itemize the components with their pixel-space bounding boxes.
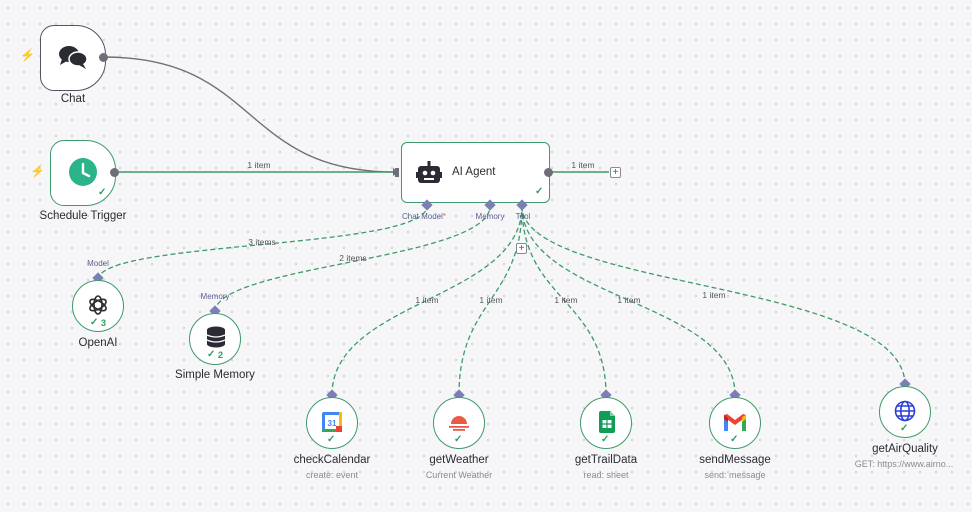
ai-agent-output-port[interactable] xyxy=(544,168,553,177)
openai-node-label: OpenAI xyxy=(78,337,118,349)
chat-output-port[interactable] xyxy=(99,53,108,62)
tool-port-label: Tool xyxy=(515,212,531,221)
get-weather-subtitle: Current Weather xyxy=(425,470,493,480)
get-weather-node[interactable]: ✓ xyxy=(433,397,485,449)
edge-label-weather: 1 item xyxy=(479,295,503,305)
check-icon: ✓ xyxy=(327,434,336,445)
edge-label-schedule: 1 item xyxy=(247,160,271,170)
lightning-bolt-icon: ⚡ xyxy=(20,48,35,62)
edge-label-message: 1 item xyxy=(617,295,641,305)
edge-openai-to-chatmodel xyxy=(97,205,428,281)
openai-node[interactable]: ✓ 3 xyxy=(72,280,124,332)
check-calendar-label: checkCalendar xyxy=(293,454,371,466)
memory-port-label: Memory xyxy=(475,212,505,221)
schedule-output-port[interactable] xyxy=(110,168,119,177)
get-air-quality-node[interactable]: ✓ xyxy=(879,386,931,438)
openai-model-port-label: Model xyxy=(87,259,109,268)
database-icon xyxy=(206,326,226,348)
get-trail-data-label: getTrailData xyxy=(574,454,638,466)
ai-agent-input-port[interactable] xyxy=(395,168,399,177)
edge-tool-trail xyxy=(521,205,607,396)
edge-label-calendar: 1 item xyxy=(415,295,439,305)
edge-tool-air xyxy=(521,205,906,386)
schedule-trigger-node[interactable]: ✓ xyxy=(50,140,116,206)
send-message-label: sendMessage xyxy=(699,454,771,466)
schedule-node-label: Schedule Trigger xyxy=(39,210,127,222)
get-weather-label: getWeather xyxy=(429,454,489,466)
edge-tool-weather xyxy=(458,205,523,396)
edge-label-air: 1 item xyxy=(702,290,726,300)
chat-node[interactable] xyxy=(40,25,106,91)
check-icon: ✓ xyxy=(900,423,909,434)
required-mark: * xyxy=(442,212,447,221)
send-message-subtitle: send: message xyxy=(704,470,766,480)
check-icon: ✓ xyxy=(601,434,610,445)
edge-label-memory: 2 items xyxy=(339,253,367,263)
check-calendar-node[interactable]: 31 ✓ xyxy=(306,397,358,449)
get-air-quality-label: getAirQuality xyxy=(872,443,938,455)
get-air-quality-subtitle: GET: https://www.airno... xyxy=(854,459,954,469)
clock-icon xyxy=(69,158,97,186)
add-node-button[interactable]: + xyxy=(610,167,621,178)
edge-label-trail: 1 item xyxy=(554,295,578,305)
robot-icon xyxy=(416,161,442,183)
check-icon: ✓ xyxy=(90,317,99,328)
get-trail-data-node[interactable]: ✓ xyxy=(580,397,632,449)
memory-node-port-label: Memory xyxy=(200,292,230,301)
openai-icon xyxy=(89,295,107,315)
google-calendar-icon: 31 xyxy=(322,412,342,432)
edge-chat-to-agent xyxy=(103,56,396,173)
gmail-icon xyxy=(724,414,746,431)
chat-model-port-label: Chat Model* xyxy=(401,212,447,221)
edge-label-agent-out: 1 item xyxy=(571,160,595,170)
edge-label-openai: 3 items xyxy=(248,237,276,247)
check-icon: ✓ xyxy=(207,349,216,360)
google-sheets-icon xyxy=(599,411,615,433)
check-calendar-subtitle: create: event xyxy=(305,470,359,480)
lightning-bolt-icon: ⚡ xyxy=(30,164,45,178)
send-message-node[interactable]: ✓ xyxy=(709,397,761,449)
simple-memory-node-label: Simple Memory xyxy=(175,369,255,381)
chat-node-label: Chat xyxy=(60,93,86,105)
ai-agent-title: AI Agent xyxy=(452,166,496,178)
check-icon: ✓ xyxy=(98,187,107,198)
check-icon: ✓ xyxy=(730,434,739,445)
weather-icon xyxy=(449,416,469,431)
svg-text:31: 31 xyxy=(328,419,337,428)
execution-count: 3 xyxy=(101,318,107,328)
chat-bubbles-icon xyxy=(59,46,88,69)
simple-memory-node[interactable]: ✓ 2 xyxy=(189,313,241,365)
edge-tool-message xyxy=(521,205,736,396)
get-trail-data-subtitle: read: sheet xyxy=(583,470,629,480)
edge-memory-to-agent xyxy=(214,205,491,313)
ai-agent-node[interactable]: AI Agent ✓ xyxy=(401,142,550,203)
execution-count: 2 xyxy=(218,350,224,360)
check-icon: ✓ xyxy=(454,434,463,445)
add-tool-button[interactable]: + xyxy=(516,243,527,254)
globe-icon xyxy=(894,400,916,422)
edge-tool-calendar xyxy=(331,205,523,396)
check-icon: ✓ xyxy=(535,186,544,197)
